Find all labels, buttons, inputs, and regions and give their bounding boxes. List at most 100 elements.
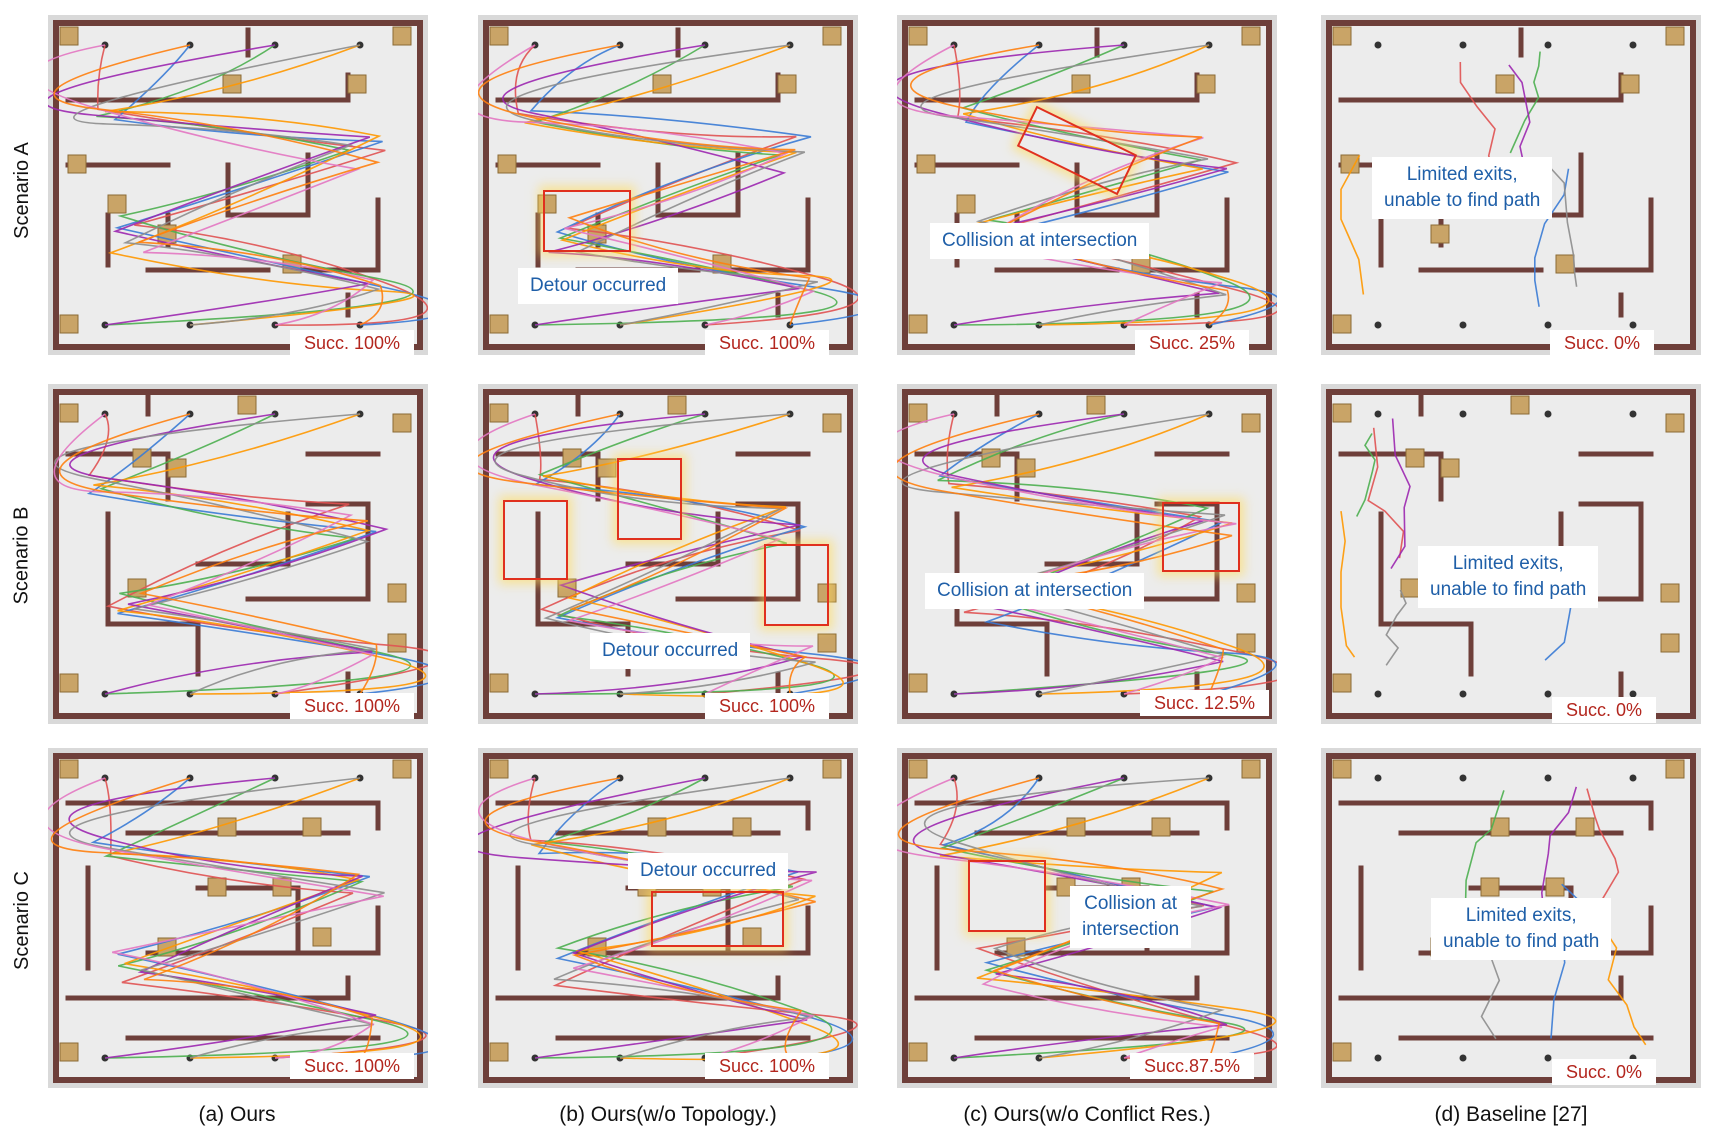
success-rate-label: Succ. 25%	[1135, 330, 1250, 356]
robot-trajectory	[484, 777, 816, 1059]
robot-trajectory	[937, 413, 1248, 695]
column-label-d: (d) Baseline [27]	[1434, 1103, 1588, 1126]
crate-icon	[1665, 413, 1685, 433]
crate-icon	[1066, 817, 1086, 837]
crate-icon	[777, 74, 797, 94]
robot-trajectory	[514, 44, 858, 326]
crate-icon	[908, 673, 928, 693]
crate-icon	[817, 633, 837, 653]
maze-map	[1326, 389, 1696, 719]
crate-icon	[597, 458, 617, 478]
crate-icon	[1332, 26, 1352, 46]
crate-icon	[1241, 413, 1261, 433]
robot-trajectory	[529, 44, 858, 326]
crate-icon	[312, 927, 332, 947]
robot-trajectory	[48, 44, 375, 326]
robot-trajectory	[103, 777, 409, 1059]
robot-icon	[1374, 410, 1382, 418]
crate-icon	[1332, 1042, 1352, 1062]
annotation-label: Limited exits, unable to find path	[1418, 546, 1599, 608]
robot-trajectory	[104, 44, 415, 326]
crate-icon	[1430, 224, 1450, 244]
robot-trajectory	[58, 413, 378, 695]
maze-map	[478, 753, 858, 1083]
column-label-c: (c) Ours(w/o Conflict Res.)	[963, 1103, 1211, 1126]
robot-icon	[1629, 774, 1637, 782]
maze-panel	[48, 384, 428, 724]
success-rate-label: Succ. 0%	[1552, 697, 1657, 723]
success-rate-label: Succ. 100%	[290, 1053, 415, 1079]
crate-icon	[1400, 578, 1420, 598]
highlight-box	[617, 458, 682, 540]
maze-panel	[897, 748, 1277, 1088]
crate-icon	[489, 314, 509, 334]
crate-icon	[908, 1042, 928, 1062]
robot-icon	[1544, 410, 1552, 418]
crate-icon	[1440, 458, 1460, 478]
maze-panel	[478, 748, 858, 1088]
crate-icon	[392, 413, 412, 433]
robot-trajectory	[901, 413, 1228, 695]
robot-trajectory	[478, 413, 808, 695]
robot-trajectory	[478, 44, 816, 326]
robot-icon	[1374, 774, 1382, 782]
crate-icon	[489, 673, 509, 693]
success-rate-label: Succ. 100%	[705, 693, 830, 719]
crate-icon	[387, 633, 407, 653]
annotation-label: Limited exits, unable to find path	[1372, 157, 1553, 219]
row-label-c: Scenario C	[10, 870, 33, 970]
annotation-label: Collision at intersection	[1070, 886, 1192, 948]
robot-trajectory	[502, 44, 800, 326]
maze-map	[48, 20, 428, 350]
success-rate-label: Succ. 0%	[1550, 330, 1655, 356]
annotation-label: Detour occurred	[628, 853, 789, 889]
robot-trajectory	[962, 44, 1270, 326]
robot-trajectory	[897, 413, 1237, 695]
crate-icon	[908, 759, 928, 779]
crate-icon	[822, 413, 842, 433]
robot-trajectory	[48, 777, 384, 1059]
crate-icon	[59, 26, 79, 46]
crate-icon	[1241, 26, 1261, 46]
row-label-a: Scenario A	[10, 141, 33, 239]
maze-panel	[897, 15, 1277, 355]
robot-trajectory	[1598, 921, 1647, 1046]
crate-icon	[59, 673, 79, 693]
crate-icon	[908, 314, 928, 334]
robot-trajectory	[910, 44, 1230, 326]
highlight-box	[503, 500, 568, 580]
robot-icon	[1544, 321, 1552, 329]
success-rate-label: Succ. 100%	[705, 1053, 830, 1079]
annotation-label: Detour occurred	[590, 633, 751, 669]
robot-trajectory	[920, 44, 1227, 326]
crate-icon	[59, 759, 79, 779]
crate-icon	[956, 194, 976, 214]
crate-icon	[302, 817, 322, 837]
robot-trajectory	[897, 44, 1228, 326]
success-rate-label: Succ.87.5%	[1130, 1053, 1255, 1079]
success-rate-label: Succ. 100%	[705, 330, 830, 356]
crate-icon	[908, 26, 928, 46]
crate-icon	[1151, 817, 1171, 837]
robot-trajectory	[531, 777, 840, 1061]
crate-icon	[489, 1042, 509, 1062]
crate-icon	[1665, 759, 1685, 779]
robot-trajectory	[478, 777, 816, 1059]
crate-icon	[1405, 448, 1425, 468]
crate-icon	[1236, 583, 1256, 603]
crate-icon	[222, 74, 242, 94]
robot-trajectory	[897, 44, 1223, 326]
robot-icon	[1459, 41, 1467, 49]
success-rate-label: Succ. 12.5%	[1140, 690, 1270, 716]
success-rate-label: Succ. 100%	[290, 330, 415, 356]
crate-icon	[392, 26, 412, 46]
robot-icon	[1544, 774, 1552, 782]
annotation-label: Detour occurred	[518, 268, 679, 304]
maze-panel	[48, 15, 428, 355]
highlight-box	[764, 544, 829, 626]
crate-icon	[217, 817, 237, 837]
crate-icon	[1660, 583, 1680, 603]
crate-icon	[132, 448, 152, 468]
robot-trajectory	[494, 413, 816, 695]
crate-icon	[1620, 74, 1640, 94]
